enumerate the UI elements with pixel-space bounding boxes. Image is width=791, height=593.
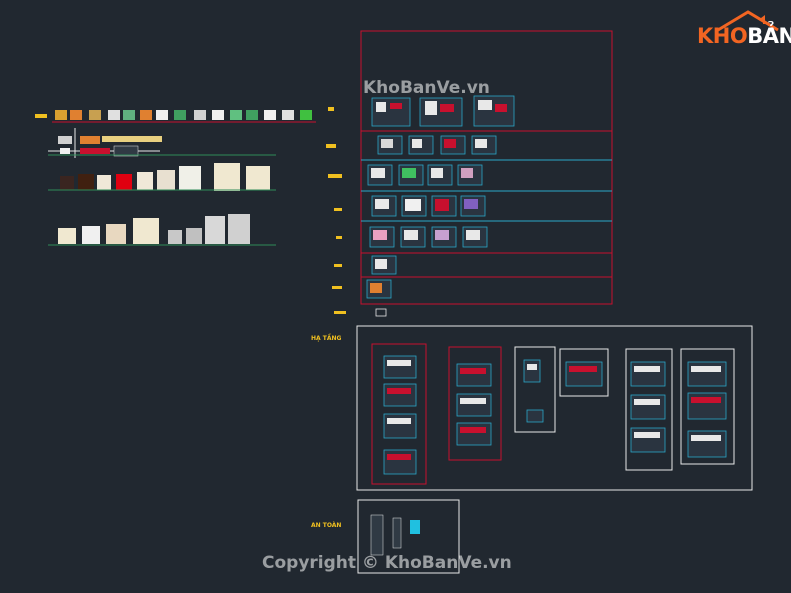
section-label-ha-tang: HẠ TẦNG [311,335,342,342]
house-roof-icon [717,10,779,32]
thumbnail-row-third[interactable] [48,163,342,191]
row-markers [326,144,387,317]
infrastructure-frame[interactable] [356,325,753,491]
watermark-top: KhoBanVe.vn [363,78,490,98]
section-label-an-toan: AN TOÀN [311,522,342,529]
logo-text-kho: KHO [697,24,748,48]
thumbnail-row-second[interactable] [48,128,276,158]
thumbnail-row-top[interactable] [35,107,334,123]
main-sheet-frame[interactable] [360,30,613,305]
logo-text-ban: BẢN [747,24,791,48]
thumbnail-row-fourth[interactable] [48,214,276,246]
safety-frame[interactable] [357,499,460,574]
site-logo[interactable]: KHOBẢNVẼ [697,24,791,48]
watermark-bottom: Copyright © KhoBanVe.vn [262,553,512,573]
